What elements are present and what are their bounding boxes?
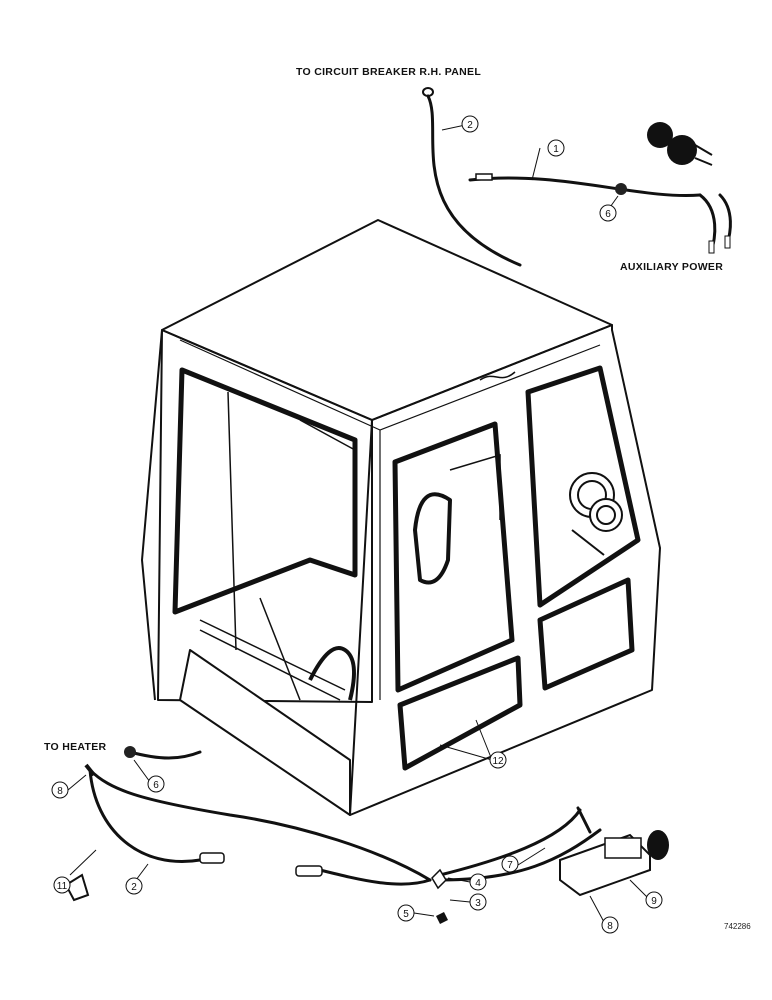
connector-bottom bbox=[199, 852, 225, 864]
callout-2-top: 2 bbox=[467, 120, 473, 131]
fan-icon bbox=[569, 472, 623, 556]
callout-6-left: 6 bbox=[153, 780, 159, 791]
callout-4: 4 bbox=[475, 878, 481, 889]
auxiliary-plug-icon bbox=[647, 122, 713, 166]
callouts: 1 2 6 8 6 12 11 2 7 4 3 5 bbox=[51, 115, 663, 934]
label-auxiliary-power: AUXILIARY POWER bbox=[620, 261, 724, 273]
callout-7: 7 bbox=[507, 860, 513, 871]
grommet-top bbox=[615, 183, 627, 195]
ignition-switch-icon bbox=[559, 830, 669, 897]
terminal-heater bbox=[84, 763, 96, 777]
drawing-code: 742286 bbox=[724, 922, 751, 931]
terminal-aux-1 bbox=[708, 240, 715, 254]
harness-bottom bbox=[88, 750, 602, 886]
callout-5: 5 bbox=[403, 909, 409, 920]
callout-8-left: 8 bbox=[57, 786, 63, 797]
callout-9: 9 bbox=[651, 896, 657, 907]
callout-11: 11 bbox=[57, 881, 68, 892]
ring-terminal bbox=[422, 87, 434, 97]
callout-2-bottom: 2 bbox=[131, 882, 137, 893]
cab-body bbox=[141, 219, 661, 816]
grommet-heater bbox=[124, 746, 136, 758]
heater-hose bbox=[308, 646, 356, 701]
callout-6-top: 6 bbox=[605, 209, 611, 220]
label-to-heater: TO HEATER bbox=[44, 741, 107, 753]
screw-icon bbox=[431, 868, 448, 924]
clip-icon bbox=[64, 873, 90, 902]
cab-interior bbox=[199, 391, 501, 701]
callout-1: 1 bbox=[553, 144, 559, 155]
callout-12: 12 bbox=[492, 756, 504, 767]
terminal-aux-2 bbox=[724, 235, 731, 249]
label-to-circuit-breaker: TO CIRCUIT BREAKER R.H. PANEL bbox=[296, 66, 482, 78]
cab-windows bbox=[172, 365, 641, 771]
callout-3: 3 bbox=[475, 898, 481, 909]
callout-8-bottom: 8 bbox=[607, 921, 613, 932]
connector-top bbox=[475, 173, 493, 181]
connector-bottom-2 bbox=[295, 865, 323, 877]
